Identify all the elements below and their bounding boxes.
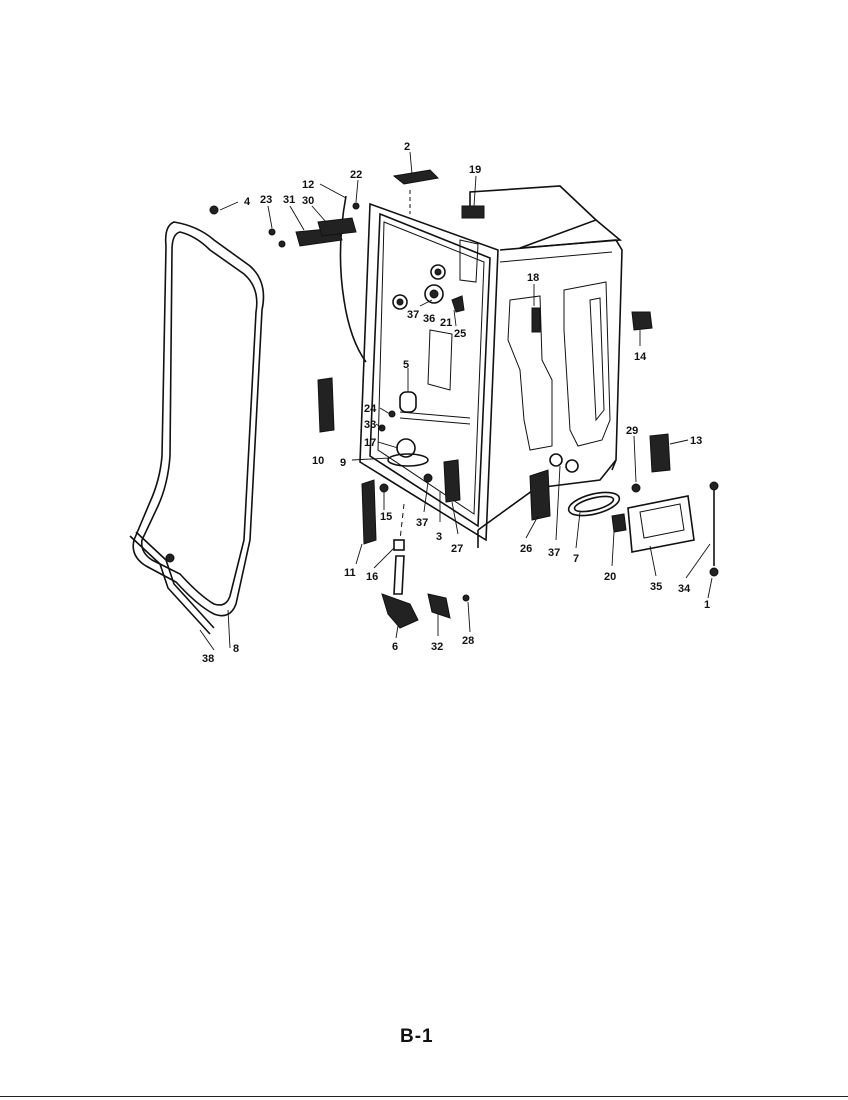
callout-label: 22 bbox=[350, 169, 362, 181]
callout-label: 18 bbox=[527, 272, 539, 284]
callout-label: 38 bbox=[202, 653, 214, 665]
callout-label: 17 bbox=[364, 437, 376, 449]
callout-label: 7 bbox=[573, 553, 579, 565]
callout-label: 28 bbox=[462, 635, 474, 647]
callout-label: 30 bbox=[302, 195, 314, 207]
callout-label: 12 bbox=[302, 179, 314, 191]
callout-label: 13 bbox=[690, 435, 702, 447]
callout-label: 37 bbox=[407, 309, 419, 321]
callout-label: 25 bbox=[454, 328, 466, 340]
callout-label: 6 bbox=[392, 641, 398, 653]
callout-label: 32 bbox=[431, 641, 443, 653]
callout-label: 10 bbox=[312, 455, 324, 467]
door-gasket bbox=[129, 221, 265, 635]
page-number: B-1 bbox=[400, 1026, 434, 1047]
callout-label: 26 bbox=[520, 543, 532, 555]
leader-lines bbox=[199, 151, 713, 651]
callout-label: 9 bbox=[340, 457, 346, 469]
callout-label: 15 bbox=[380, 511, 392, 523]
callout-label: 23 bbox=[260, 194, 272, 206]
callout-labels: 2 19 12 22 4 23 31 30 18 14 37 36 21 25 … bbox=[202, 141, 710, 665]
callout-label: 37 bbox=[548, 547, 560, 559]
door-frame bbox=[359, 202, 499, 542]
callout-label: 37 bbox=[416, 517, 428, 529]
tub-body bbox=[469, 185, 623, 548]
small-parts bbox=[209, 169, 719, 629]
callout-label: 34 bbox=[678, 583, 691, 595]
callout-label: 1 bbox=[704, 599, 710, 611]
callout-label: 14 bbox=[634, 351, 647, 363]
callout-label: 16 bbox=[366, 571, 378, 583]
callout-label: 35 bbox=[650, 581, 662, 593]
callout-label: 36 bbox=[423, 313, 435, 325]
callout-label: 8 bbox=[233, 643, 239, 655]
callout-label: 24 bbox=[364, 403, 377, 415]
callout-label: 31 bbox=[283, 194, 295, 206]
bottom-border bbox=[0, 1096, 848, 1097]
callout-label: 3 bbox=[436, 531, 442, 543]
callout-label: 29 bbox=[626, 425, 638, 437]
callout-label: 5 bbox=[403, 359, 409, 371]
callout-label: 11 bbox=[344, 567, 356, 579]
callout-label: 20 bbox=[604, 571, 616, 583]
callout-label: 2 bbox=[404, 141, 410, 153]
callout-label: 21 bbox=[440, 317, 452, 329]
callout-label: 4 bbox=[244, 196, 251, 208]
callout-label: 33 bbox=[364, 419, 376, 431]
callout-label: 27 bbox=[451, 543, 463, 555]
callout-label: 19 bbox=[469, 164, 481, 176]
